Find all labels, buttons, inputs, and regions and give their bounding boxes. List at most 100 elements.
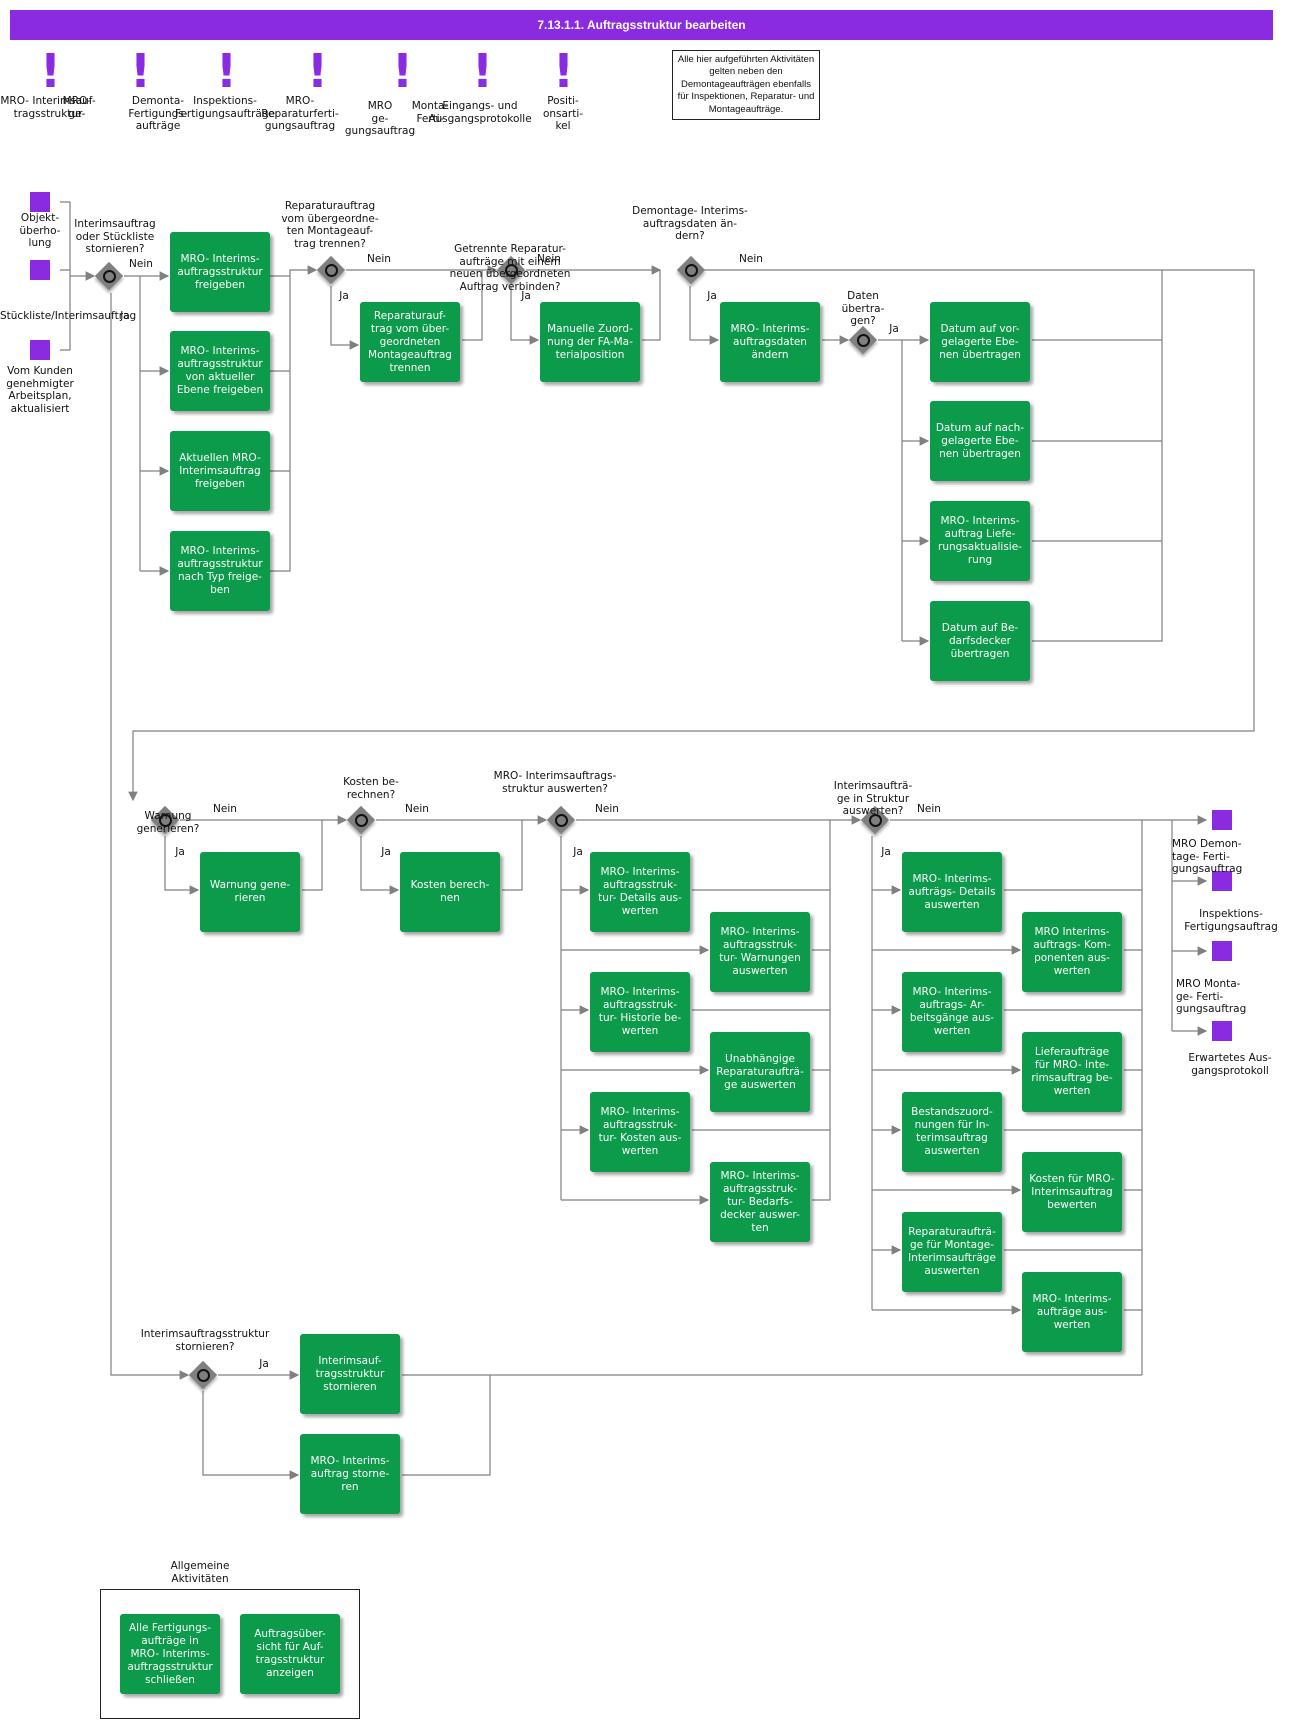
start-event-label: Objekt- überho- lung (19, 212, 61, 249)
activity-box[interactable]: Lieferaufträge für MRO- Inte- rimsauftra… (1022, 1032, 1122, 1112)
gateway (150, 805, 180, 835)
object-label: MRO ge- gungsauftrag (344, 100, 416, 137)
gateway (188, 1360, 218, 1390)
activity-box[interactable]: Datum auf Be- darfsdecker übertragen (930, 601, 1030, 681)
gateway (316, 255, 346, 285)
branch-yes-label: Ja (521, 290, 531, 302)
object-label: MRO- ge- (62, 95, 92, 120)
branch-yes-label: Ja (881, 846, 891, 858)
gateway-question: Reparaturauftrag vom übergeordne- ten Mo… (281, 200, 379, 250)
general-activities-group (100, 1589, 360, 1719)
gateway (346, 805, 376, 835)
circle-icon (869, 814, 882, 827)
gateway-question: Demontage- Interims- auftragsdaten än- d… (632, 205, 748, 242)
object-label: MRO- Reparaturferti- gungsauftrag (261, 95, 339, 132)
activity-box[interactable]: MRO- Interims- auftrags- Ar- beitsgänge … (902, 972, 1002, 1052)
activity-box[interactable]: Manuelle Zuord- nung der FA-Ma- terialpo… (540, 302, 640, 382)
branch-no-label: Nein (595, 803, 619, 815)
activity-box[interactable]: MRO- Interims- auftragsdaten ändern (720, 302, 820, 382)
branch-yes-label: Ja (381, 846, 391, 858)
end-event-label: Inspektions- Fertigungsauftrag (1184, 908, 1278, 933)
activity-box[interactable]: Datum auf nach- gelagerte Ebe- nen übert… (930, 401, 1030, 481)
object-label: MRO- Interimsauf- tragsstruktur (0, 95, 96, 120)
branch-no-label: Nein (129, 258, 153, 270)
end-event-label: Erwartetes Aus- gangsprotokoll (1188, 1052, 1272, 1077)
gateway-question: Kosten be- rechnen? (343, 776, 399, 801)
activity-box[interactable]: MRO- Interims- auftrag storne- ren (300, 1434, 400, 1514)
activity-box[interactable]: Warnung gene- rieren (200, 852, 300, 932)
activity-box[interactable]: Aktuellen MRO- Interimsauftrag freigeben (170, 431, 270, 511)
group-label: Allgemeine Aktivitäten (170, 1560, 230, 1585)
activity-box[interactable]: Interimsauf- tragsstruktur stornieren (300, 1334, 400, 1414)
end-event (1212, 810, 1232, 830)
activity-box[interactable]: Unabhängige Reparaturaufträ- ge auswerte… (710, 1032, 810, 1112)
circle-icon (355, 814, 368, 827)
activity-box[interactable]: Bestandszuord- nungen für In- terimsauft… (902, 1092, 1002, 1172)
activity-box[interactable]: Auftragsüber- sicht für Auf- tragsstrukt… (240, 1614, 340, 1694)
branch-no-label: Nein (405, 803, 429, 815)
circle-icon (159, 814, 172, 827)
activity-box[interactable]: MRO- Interims- aufträge aus- werten (1022, 1272, 1122, 1352)
activity-box[interactable]: MRO- Interims- auftragsstruktur nach Typ… (170, 531, 270, 611)
branch-no-label: Nein (917, 803, 941, 815)
activity-box[interactable]: Datum auf vor- gelagerte Ebe- nen übertr… (930, 302, 1030, 382)
start-event (30, 340, 50, 360)
gateway (546, 805, 576, 835)
activity-box[interactable]: MRO- Interims- auftragsstruk- tur- Warnu… (710, 912, 810, 992)
object-label: Inspektions- Fertigungsaufträge (175, 95, 275, 120)
gateway-question: MRO- Interimsauftrags- struktur auswerte… (493, 770, 617, 795)
warning-icon: ! (392, 44, 413, 98)
activity-box[interactable]: MRO- Interims- auftragsstruk- tur- Bedar… (710, 1162, 810, 1242)
object-label: Eingangs- und Ausgangsprotokolle (428, 100, 532, 125)
object-label: Demonta- Fertigungs- aufträge (128, 95, 188, 132)
activity-box[interactable]: MRO- Interims- auftragsstruktur freigebe… (170, 232, 270, 312)
gateway (94, 261, 124, 291)
branch-no-label: Nein (537, 253, 561, 265)
activity-box[interactable]: Reparaturauf- trag vom über- geordneten … (360, 302, 460, 382)
circle-icon (103, 270, 116, 283)
activity-box[interactable]: MRO- Interims- auftragsstruk- tur- Histo… (590, 972, 690, 1052)
branch-yes-label: Ja (889, 323, 899, 335)
activity-box[interactable]: MRO- Interims- auftragsstruktur von aktu… (170, 331, 270, 411)
end-event (1212, 871, 1232, 891)
branch-no-label: Nein (213, 803, 237, 815)
gateway-question: Warnung generieren? (136, 810, 200, 835)
activity-box[interactable]: Reparaturaufträ- ge für Montage- Interim… (902, 1212, 1002, 1292)
start-event (30, 260, 50, 280)
warning-icon: ! (553, 44, 574, 98)
gateway (496, 255, 526, 285)
end-event-label: MRO Monta- ge- Ferti- gungsauftrag (1176, 978, 1247, 1015)
activity-box[interactable]: MRO- Interims- aufträgs- Details auswert… (902, 852, 1002, 932)
gateway-question: Interimsauftrag oder Stückliste stornier… (74, 218, 156, 255)
activity-box[interactable]: Alle Fertigungs- aufträge in MRO- Interi… (120, 1614, 220, 1694)
start-event (30, 192, 50, 212)
page-title: 7.13.1.1. Auftragsstruktur bearbeiten (10, 10, 1273, 40)
branch-yes-label: Ja (707, 290, 717, 302)
object-label: Monta- Ferti- (411, 100, 449, 125)
circle-icon (555, 814, 568, 827)
activity-box[interactable]: MRO- Interims- auftragsstruk- tur- Detai… (590, 852, 690, 932)
circle-icon (325, 264, 338, 277)
activity-box[interactable]: MRO- Interims- auftrag Liefe- rungsaktua… (930, 501, 1030, 581)
end-event (1212, 1021, 1232, 1041)
warning-icon: ! (472, 44, 493, 98)
activity-box[interactable]: Kosten für MRO- Interimsauftrag bewerten (1022, 1152, 1122, 1232)
gateway-question: Interimsaufträ- ge in Struktur auswerten… (833, 780, 913, 817)
end-event-label: MRO Demon- tage- Ferti- gungsauftrag (1172, 838, 1243, 875)
info-note: Alle hier aufgeführten Aktivitäten gelte… (672, 50, 820, 120)
end-event (1212, 941, 1232, 961)
branch-no-label: Nein (739, 253, 763, 265)
gateway (676, 255, 706, 285)
gateway-question: Daten übertra- gen? (841, 290, 885, 327)
warning-icon: ! (130, 44, 151, 98)
activity-box[interactable]: MRO Interims- auftrags- Kom- ponenten au… (1022, 912, 1122, 992)
circle-icon (197, 1369, 210, 1382)
start-event-label: Vom Kunden genehmigter Arbeitsplan, aktu… (6, 365, 74, 415)
activity-box[interactable]: Kosten berech- nen (400, 852, 500, 932)
branch-yes-label: Ja (573, 846, 583, 858)
gateway-question: Getrennte Reparatur- aufträge mit einem … (449, 243, 571, 293)
branch-yes-label: Ja (259, 1358, 269, 1370)
start-event-label: Stückliste/Interimsauftrag (0, 310, 137, 322)
activity-box[interactable]: MRO- Interims- auftragsstruk- tur- Koste… (590, 1092, 690, 1172)
object-label: Positi- onsarti- kel (542, 95, 584, 132)
